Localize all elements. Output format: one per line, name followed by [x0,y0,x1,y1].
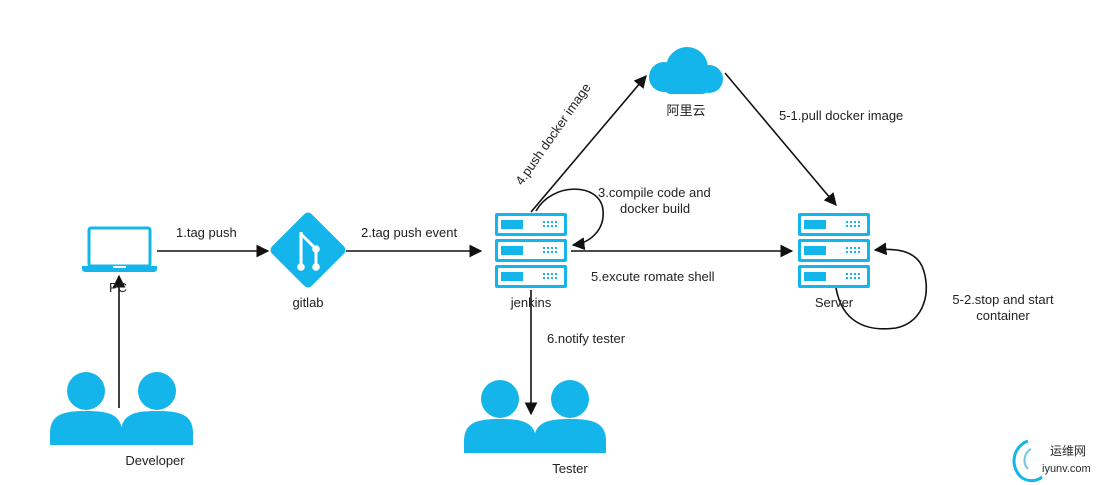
label-pull-image: 5-1.pull docker image [779,108,903,123]
jenkins-label: jenkins [510,295,552,310]
tester-node: Tester [464,380,606,476]
server-icon [798,213,870,288]
developer-node: Developer [50,372,193,468]
label-tag-push-event: 2.tag push event [361,225,458,240]
server-icon [495,213,567,288]
edge-server-self-loop [835,242,928,330]
pc-node: PC [82,226,157,295]
tester-label: Tester [552,461,588,476]
jenkins-node: jenkins [495,213,567,310]
cloud-icon [649,47,723,94]
logo-swirl-icon [1012,439,1043,483]
label-execute-shell: 5.excute romate shell [591,269,715,284]
git-icon [270,212,346,288]
label-push-image: 4.push docker image [512,80,594,187]
watermark: 运维网 iyunv.com [1012,439,1091,483]
label-notify-tester: 6.notify tester [547,331,626,346]
edge-jenkins-to-aliyun [530,75,647,213]
laptop-icon [82,226,157,272]
gitlab-label: gitlab [292,295,323,310]
label-compile-line1: 3.compile code and [598,185,711,200]
edge-jenkins-self-loop [535,188,604,251]
watermark-name: 运维网 [1050,444,1086,458]
developer-label: Developer [125,453,185,468]
label-tag-push: 1.tag push [176,225,237,240]
gitlab-node: gitlab [270,212,346,310]
edge-aliyun-to-server [724,72,837,206]
users-icon [464,380,606,453]
watermark-url: iyunv.com [1042,463,1091,475]
aliyun-node: 阿里云 [649,47,723,118]
pc-label: PC [109,280,127,295]
aliyun-label: 阿里云 [666,103,705,118]
label-compile-line2: docker build [620,201,690,216]
label-stop-start-line2: container [976,308,1030,323]
label-stop-start-line1: 5-2.stop and start [952,292,1054,307]
server-node: Server [798,213,870,310]
users-icon [50,372,193,445]
server-label: Server [815,295,854,310]
